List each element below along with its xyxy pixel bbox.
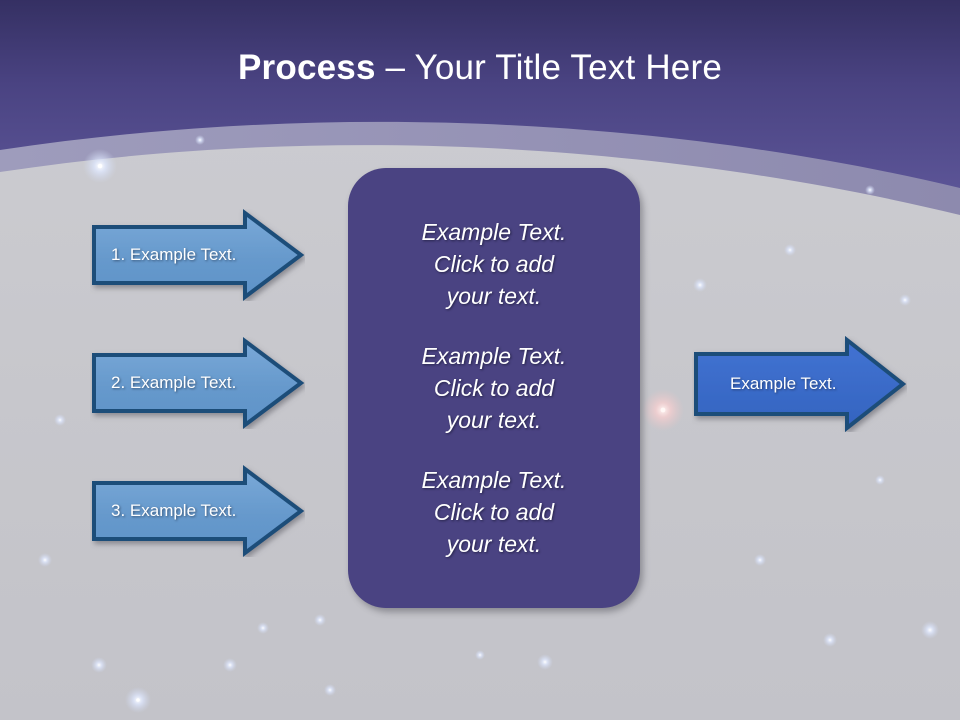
panel-text-block-3: Example Text. Click to add your text. (421, 467, 567, 557)
process-step-arrow-1[interactable]: 1. Example Text. (90, 209, 305, 301)
arrow-shape-2 (92, 337, 305, 429)
slide-title-bold: Process (238, 48, 376, 87)
process-step-arrow-2[interactable]: 2. Example Text. (90, 337, 305, 429)
slide-title-rest: – Your Title Text Here (375, 48, 722, 87)
panel-text-block-2: Example Text. Click to add your text. (421, 343, 567, 433)
process-center-panel[interactable]: Example Text. Click to add your text. Ex… (348, 168, 640, 608)
process-step-arrow-3[interactable]: 3. Example Text. (90, 465, 305, 557)
slide-title: Process – Your Title Text Here (0, 46, 960, 90)
panel-text-block-1: Example Text. Click to add your text. (421, 219, 567, 309)
arrow-shape-1 (92, 209, 305, 301)
arrow-shape-3 (92, 465, 305, 557)
process-output-arrow[interactable]: Example Text. (692, 336, 907, 432)
sparkle-field (38, 135, 939, 713)
header-curve (0, 0, 960, 188)
arrow-shape-output (694, 336, 907, 432)
